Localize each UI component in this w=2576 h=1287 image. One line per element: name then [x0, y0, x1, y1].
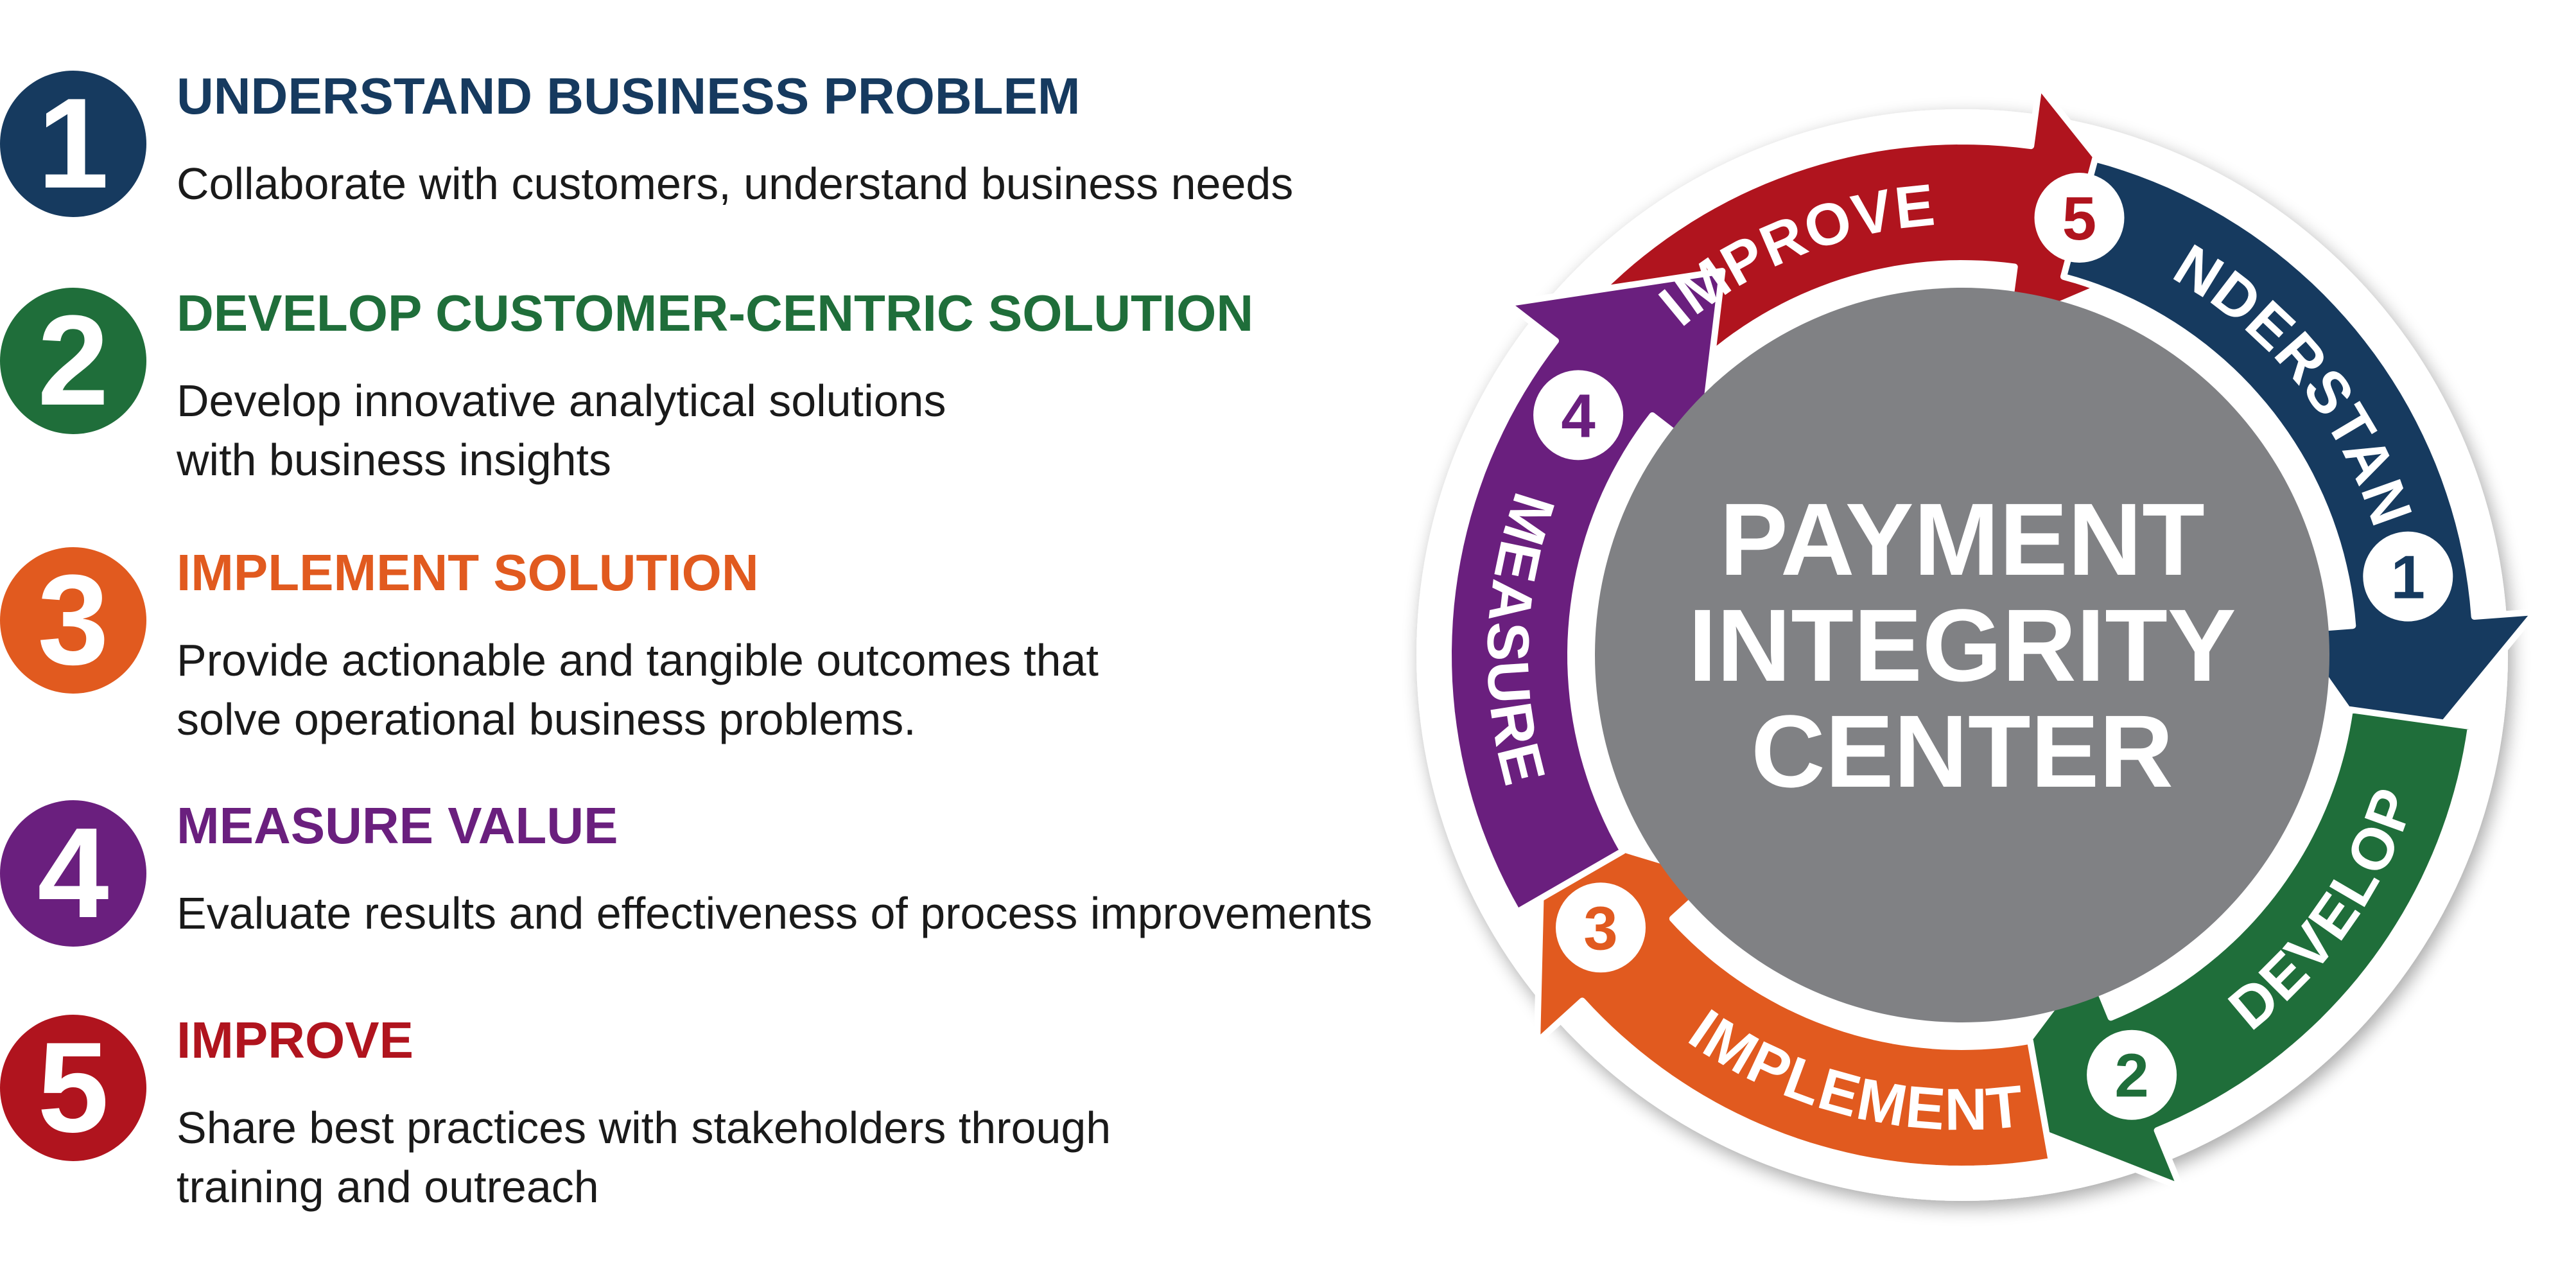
- center-line-2: INTEGRITY: [1688, 588, 2236, 703]
- steps-list: 1 UNDERSTAND BUSINESS PROBLEM Collaborat…: [0, 67, 1372, 1212]
- segment-number-5: 5: [2062, 184, 2096, 253]
- step-2-number-badge: 2: [0, 288, 146, 434]
- center-circle: [1595, 288, 2329, 1022]
- step-1-description: Collaborate with customers, understand b…: [177, 154, 1429, 213]
- step-4-description-line: Evaluate results and effectiveness of pr…: [177, 888, 1373, 938]
- segment-arrow-measure: [1445, 268, 1726, 915]
- step-3-description-line: Provide actionable and tangible outcomes…: [177, 635, 1099, 685]
- step-4-description: Evaluate results and effectiveness of pr…: [177, 884, 1429, 943]
- cycle-diagram: 12345UNDERSTANDDEVELOPIMPLEMENTMEASUREIM…: [1348, 39, 2539, 1201]
- center-line-1: PAYMENT: [1719, 482, 2205, 597]
- step-5-description-line: training and outreach: [177, 1162, 599, 1212]
- segment-number-badge-1: [2363, 531, 2453, 622]
- step-3-description-line: solve operational business problems.: [177, 694, 916, 744]
- step-2-title: DEVELOP CUSTOMER-CENTRIC SOLUTION: [177, 285, 1254, 342]
- segment-arrow-implement: [1534, 821, 2055, 1172]
- step-2-description-line: with business insights: [177, 435, 611, 485]
- segment-arrow-understand: [2060, 155, 2539, 784]
- step-2-description-line: Develop innovative analytical solutions: [177, 376, 946, 426]
- segment-number-badge-2: [2087, 1029, 2177, 1120]
- step-5-description: Share best practices with stakeholders t…: [177, 1098, 1429, 1216]
- segment-number-badge-3: [1556, 882, 1646, 973]
- step-3-description: Provide actionable and tangible outcomes…: [177, 631, 1429, 749]
- step-3-title: IMPLEMENT SOLUTION: [177, 544, 759, 601]
- step-4-title: MEASURE VALUE: [177, 797, 618, 854]
- step-1-title: UNDERSTAND BUSINESS PROBLEM: [177, 67, 1081, 125]
- segment-number-badge-4: [1533, 370, 1624, 460]
- segment-number-badge-5: [2034, 173, 2125, 263]
- payment-integrity-cycle: 12345UNDERSTANDDEVELOPIMPLEMENTMEASUREIM…: [1348, 39, 2576, 1259]
- segment-number-3: 3: [1583, 894, 1617, 963]
- step-3-number-badge: 3: [0, 547, 146, 694]
- segment-number-1: 1: [2391, 543, 2425, 612]
- step-1-number-badge: 1: [0, 71, 146, 217]
- step-4-number-badge: 4: [0, 800, 146, 947]
- step-2-description: Develop innovative analytical solutions …: [177, 371, 1429, 489]
- segment-number-2: 2: [2114, 1042, 2148, 1110]
- step-1-description-line: Collaborate with customers, understand b…: [177, 159, 1294, 209]
- segment-number-4: 4: [1561, 381, 1595, 450]
- step-5-number-badge: 5: [0, 1015, 146, 1161]
- center-line-3: CENTER: [1751, 694, 2173, 809]
- step-5-description-line: Share best practices with stakeholders t…: [177, 1103, 1111, 1153]
- step-5-title: IMPROVE: [177, 1011, 413, 1069]
